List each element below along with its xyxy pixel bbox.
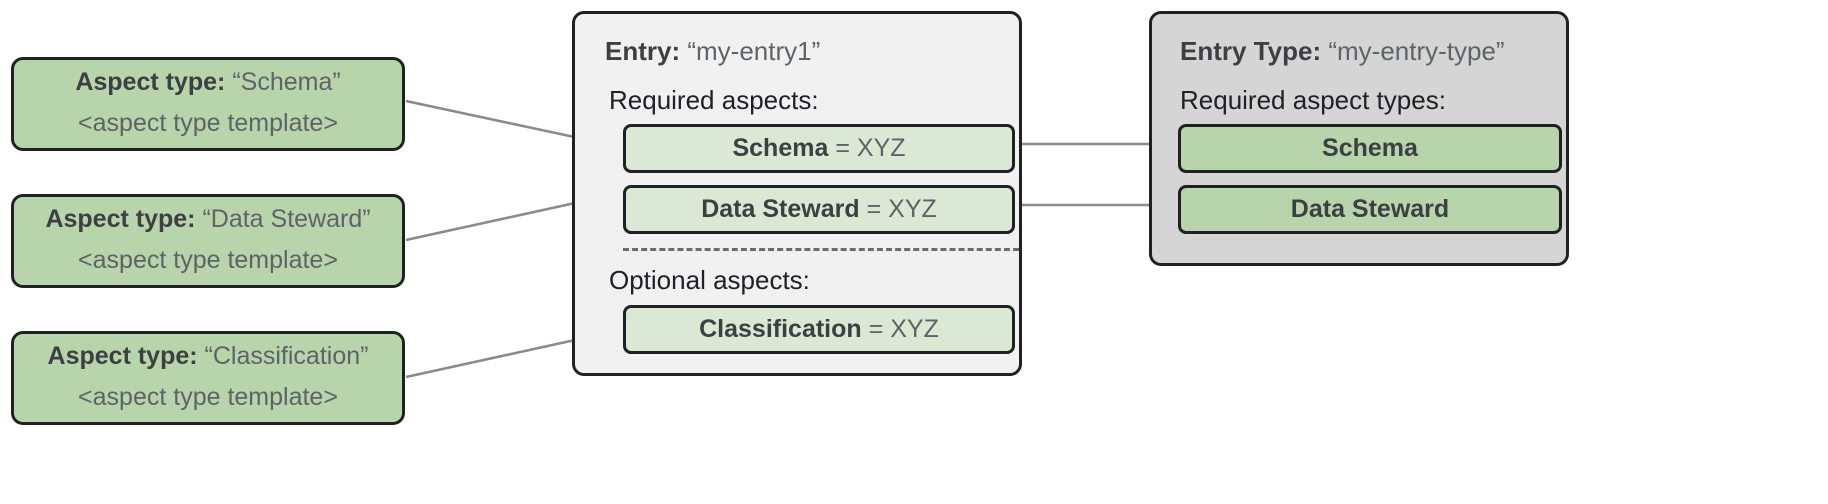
entry-type-name: “my-entry-type” xyxy=(1328,36,1505,66)
entry-card[interactable]: Entry: “my-entry1” Required aspects: Sch… xyxy=(572,11,1022,376)
aspect-chip-classification[interactable]: Classification = XYZ xyxy=(623,304,1015,354)
aspect-type-template: <aspect type template> xyxy=(78,109,338,137)
aspect-chip-value: = XYZ xyxy=(866,195,937,224)
aspect-type-card-data-steward[interactable]: Aspect type: “Data Steward” <aspect type… xyxy=(11,194,405,288)
entry-label: Entry: xyxy=(605,36,681,66)
aspect-type-name: “Data Steward” xyxy=(202,204,371,233)
required-optional-divider xyxy=(623,248,1019,252)
aspect-type-template: <aspect type template> xyxy=(78,383,338,411)
aspect-type-chip-name: Schema xyxy=(1322,134,1418,163)
aspect-chip-name: Classification xyxy=(699,314,862,343)
entry-header: Entry: “my-entry1” xyxy=(605,36,997,67)
aspect-type-title: Aspect type: “Data Steward” xyxy=(45,204,371,234)
aspect-chip-value: = XYZ xyxy=(835,134,906,163)
aspect-type-card-schema[interactable]: Aspect type: “Schema” <aspect type templ… xyxy=(11,57,405,151)
aspect-type-name: “Schema” xyxy=(232,67,341,96)
optional-aspects-label: Optional aspects: xyxy=(609,265,810,296)
aspect-chip-schema[interactable]: Schema = XYZ xyxy=(623,124,1015,174)
aspect-type-chip-schema[interactable]: Schema xyxy=(1178,124,1562,174)
entry-type-header: Entry Type: “my-entry-type” xyxy=(1180,36,1544,67)
aspect-type-chip-data-steward[interactable]: Data Steward xyxy=(1178,185,1562,235)
aspect-type-card-classification[interactable]: Aspect type: “Classification” <aspect ty… xyxy=(11,331,405,425)
entry-type-card[interactable]: Entry Type: “my-entry-type” Required asp… xyxy=(1149,11,1569,266)
aspect-type-name: “Classification” xyxy=(204,341,369,370)
aspect-chip-name: Data Steward xyxy=(701,195,860,224)
aspect-type-template: <aspect type template> xyxy=(78,246,338,274)
aspect-type-title: Aspect type: “Schema” xyxy=(75,67,341,97)
aspect-chip-value: = XYZ xyxy=(868,314,939,343)
aspect-type-label: Aspect type: xyxy=(47,341,198,370)
aspect-chip-data-steward[interactable]: Data Steward = XYZ xyxy=(623,185,1015,235)
required-aspects-label: Required aspects: xyxy=(609,85,819,116)
aspect-type-title: Aspect type: “Classification” xyxy=(47,341,369,371)
aspect-chip-name: Schema xyxy=(732,134,829,163)
aspect-type-label: Aspect type: xyxy=(45,204,196,233)
required-aspect-types-label: Required aspect types: xyxy=(1180,85,1446,116)
entry-name: “my-entry1” xyxy=(687,36,821,66)
aspect-type-label: Aspect type: xyxy=(75,67,226,96)
aspect-type-chip-name: Data Steward xyxy=(1290,195,1450,224)
entry-type-label: Entry Type: xyxy=(1180,36,1322,66)
